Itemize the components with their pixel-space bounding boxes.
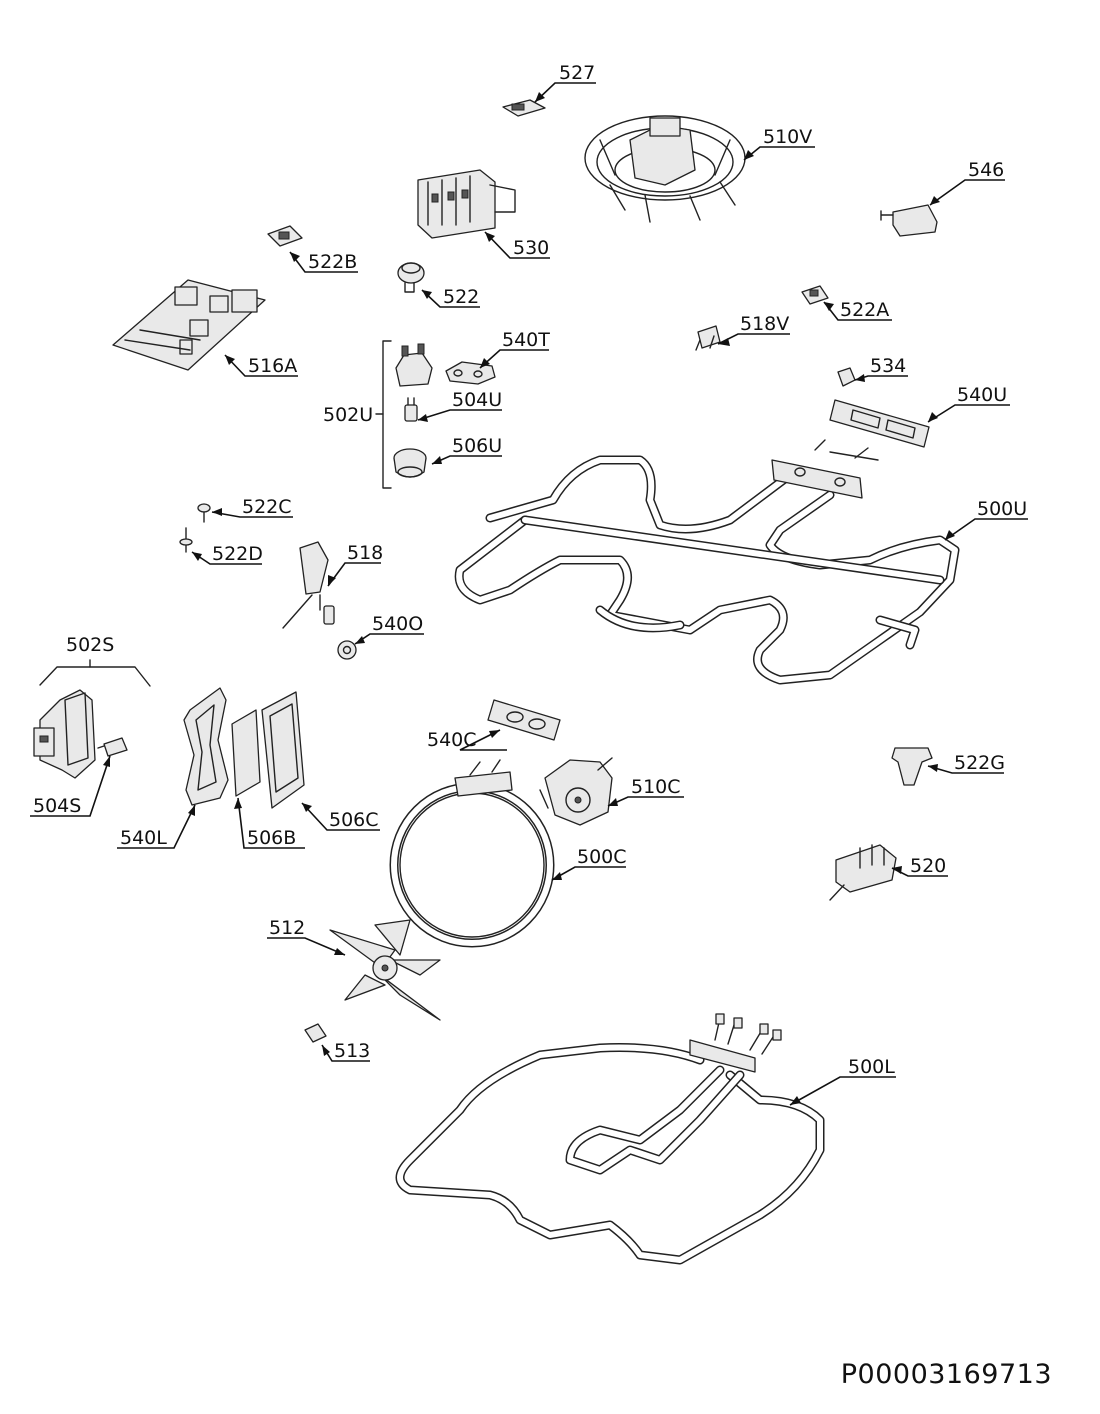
part-500L-drawing xyxy=(395,1013,825,1265)
leader-arrowheads xyxy=(103,92,955,1105)
callout-513: 513 xyxy=(334,1040,370,1062)
part-527-drawing xyxy=(502,99,546,117)
callout-504S: 504S xyxy=(33,795,81,817)
callout-500L: 500L xyxy=(848,1056,895,1078)
callout-540O: 540O xyxy=(372,613,423,635)
callout-500C: 500C xyxy=(577,846,627,868)
part-540O-drawing xyxy=(337,640,357,660)
callout-506C: 506C xyxy=(329,809,379,831)
part-540T-drawing xyxy=(445,361,496,385)
part-522A-drawing xyxy=(801,285,829,305)
part-512-drawing xyxy=(329,919,441,1021)
part-546-drawing xyxy=(880,204,938,237)
part-500C-drawing xyxy=(389,759,555,948)
part-506B-drawing xyxy=(231,709,261,797)
callout-510V: 510V xyxy=(763,126,812,148)
part-520-drawing xyxy=(829,844,897,901)
part-522C-drawing xyxy=(197,503,211,523)
part-518V-drawing xyxy=(695,325,721,351)
callout-504U: 504U xyxy=(452,389,502,411)
part-540U-drawing xyxy=(829,399,930,448)
callout-534: 534 xyxy=(870,355,906,377)
part-530-drawing xyxy=(417,169,516,239)
callout-522G: 522G xyxy=(954,752,1005,774)
callout-522: 522 xyxy=(443,286,479,308)
callout-512: 512 xyxy=(269,917,305,939)
part-502U-bracket xyxy=(375,340,392,489)
callout-522B: 522B xyxy=(308,251,357,273)
callout-540C: 540C xyxy=(427,729,477,751)
part-522-drawing xyxy=(397,262,425,293)
callout-510C: 510C xyxy=(631,776,681,798)
callout-527: 527 xyxy=(559,62,595,84)
part-502U-lamp-holder xyxy=(395,343,433,387)
callout-506B: 506B xyxy=(247,827,296,849)
callout-502S: 502S xyxy=(66,634,114,656)
part-502S-lamp-housing xyxy=(33,689,96,779)
callout-540U: 540U xyxy=(957,384,1007,406)
part-504U-drawing xyxy=(404,397,418,422)
callout-518V: 518V xyxy=(740,313,789,335)
callout-530: 530 xyxy=(513,237,549,259)
part-522G-drawing xyxy=(891,747,933,786)
part-522B-drawing xyxy=(267,225,303,247)
document-number: P00003169713 xyxy=(841,1359,1052,1390)
callout-522A: 522A xyxy=(840,299,889,321)
part-513-drawing xyxy=(304,1023,327,1043)
part-540L-drawing xyxy=(183,687,229,806)
part-506C-drawing xyxy=(261,691,305,809)
callout-540T: 540T xyxy=(502,329,550,351)
callout-540L: 540L xyxy=(120,827,167,849)
callout-502U: 502U xyxy=(323,404,373,426)
part-522D-drawing xyxy=(179,527,193,553)
callout-546: 546 xyxy=(968,159,1004,181)
part-510V-drawing xyxy=(584,115,746,223)
part-516A-drawing xyxy=(112,279,266,371)
part-534-drawing xyxy=(837,367,856,387)
part-502S-bracket xyxy=(39,659,151,687)
part-506U-drawing xyxy=(393,448,427,478)
callout-506U: 506U xyxy=(452,435,502,457)
callout-518: 518 xyxy=(347,542,383,564)
callout-500U: 500U xyxy=(977,498,1027,520)
part-518-drawing xyxy=(282,541,335,629)
part-504S-drawing xyxy=(97,737,128,757)
leader-lines xyxy=(30,82,1028,1106)
part-500U-drawing xyxy=(454,439,960,685)
callout-516A: 516A xyxy=(248,355,297,377)
callout-522D: 522D xyxy=(212,543,263,565)
part-540C-drawing xyxy=(487,699,561,741)
part-510C-drawing xyxy=(539,757,613,826)
callout-520: 520 xyxy=(910,855,946,877)
callout-522C: 522C xyxy=(242,496,292,518)
callout-labels: 527 510V 546 530 522B 522 522A 518V 516A… xyxy=(33,62,1027,1078)
